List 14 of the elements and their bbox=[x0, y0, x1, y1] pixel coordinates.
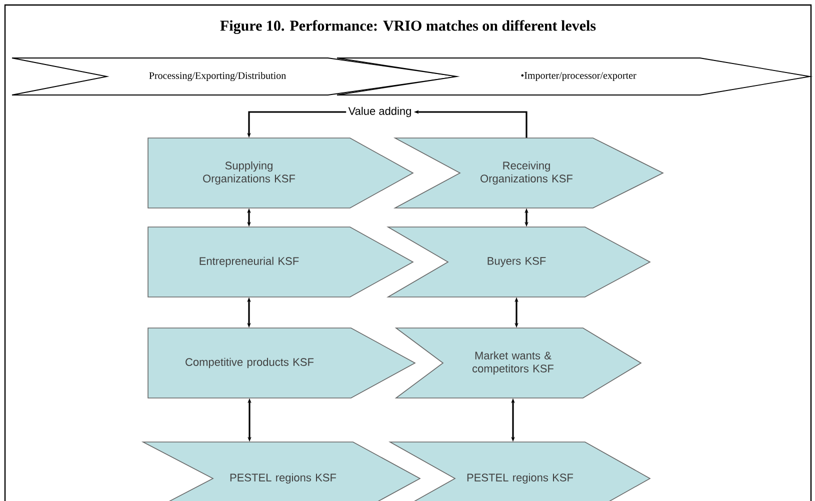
chevron-box: Buyers KSF bbox=[386, 226, 651, 298]
node-label: PESTEL regions KSF bbox=[467, 473, 574, 484]
title: Figure 10. Performance: VRIO matches on different levels bbox=[220, 20, 596, 34]
node-label: •Importer/processor/exporter bbox=[521, 72, 636, 81]
chevron-box: PESTEL regions KSF bbox=[388, 442, 651, 501]
chevron-band: •Importer/processor/exporter bbox=[336, 58, 813, 96]
chevron-box: Market wants & competitors KSF bbox=[394, 328, 642, 398]
bare-label: Value adding bbox=[348, 106, 411, 118]
chevron-box: Receiving Organizations KSF bbox=[393, 138, 664, 208]
chevron-box: Supplying Organizations KSF bbox=[148, 138, 414, 208]
chevron-box: PESTEL regions KSF bbox=[141, 442, 421, 501]
chevron-band: Processing/Exporting/Distribution bbox=[12, 58, 462, 96]
chevron-box: Entrepreneurial KSF bbox=[148, 226, 414, 298]
chevron-box: Competitive products KSF bbox=[148, 328, 416, 398]
